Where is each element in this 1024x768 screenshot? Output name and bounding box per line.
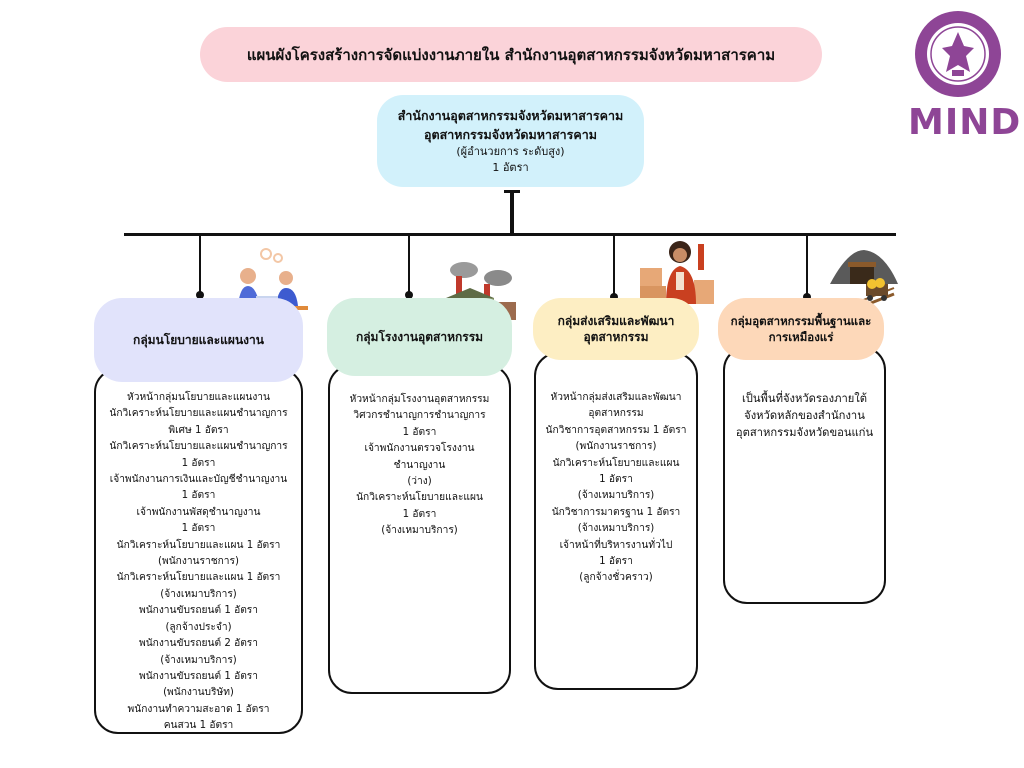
group-3-name-line1: กลุ่มส่งเสริมและพัฒนา [557, 314, 675, 328]
main-horizontal-line [124, 233, 896, 236]
group-3-line: นักวิชาการมาตรฐาน 1 อัตรา [551, 506, 681, 518]
group-2-line: หัวหน้ากลุ่มโรงงานอุตสาหกรรม [349, 394, 490, 405]
group-1-line: (พนักงานราชการ) [158, 556, 239, 568]
group-3-line: 1 อัตรา [599, 556, 633, 568]
connector-dot-3 [610, 293, 618, 301]
head-level: (ผู้อำนวยการ ระดับสูง) [456, 145, 565, 158]
group-4-name-line1: กลุ่มอุตสาหกรรมพื้นฐานและ [730, 314, 872, 328]
group-4-header: กลุ่มอุตสาหกรรมพื้นฐานและ การเหมืองแร่ [718, 298, 884, 360]
businesswoman-icon [640, 241, 714, 304]
group-1-line: นักวิเคราะห์นโยบายและแผนชำนาญการ [109, 408, 288, 420]
connector-dot-2 [405, 291, 413, 299]
page-title: แผนผังโครงสร้างการจัดแบ่งงานภายใน สำนักง… [200, 27, 822, 82]
group-3-name-line2: อุตสาหกรรม [583, 330, 649, 344]
group-1-line: พนักงานทำความสะอาด 1 อัตรา [127, 703, 270, 715]
drop-line-1 [199, 235, 201, 295]
group-1-line: พนักงานขับรถยนต์ 1 อัตรา [138, 605, 258, 617]
group-2-header: กลุ่มโรงงานอุตสาหกรรม [327, 298, 512, 376]
group-1-line: เจ้าพนักงานการเงินและบัญชีชำนาญงาน [109, 474, 288, 486]
group-2-line: นักวิเคราะห์นโยบายและแผน [356, 492, 483, 504]
group-2-line: วิศวกรชำนาญการชำนาญการ [353, 410, 486, 422]
group-3-line: (จ้างเหมาบริการ) [577, 523, 655, 535]
group-4-line: อุตสาหกรรมจังหวัดขอนแก่น [735, 426, 874, 439]
group-1-line: นักวิเคราะห์นโยบายและแผน 1 อัตรา [116, 539, 281, 551]
group-4-line: เป็นพื้นที่จังหวัดรองภายใต้ [741, 392, 868, 405]
group-4-name-line2: การเหมืองแร่ [768, 330, 834, 344]
head-office-box: สำนักงานอุตสาหกรรมจังหวัดมหาสารคาม อุตสา… [377, 95, 644, 187]
group-1-line: 1 อัตรา [181, 523, 216, 535]
group-1-line: คนสวน 1 อัตรา [163, 720, 234, 732]
group-1-name: กลุ่มนโยบายและแผนงาน [133, 333, 264, 347]
connector-dot-1 [196, 291, 204, 299]
group-1-line: 1 อัตรา [181, 457, 216, 469]
group-2-line: 1 อัตรา [402, 508, 437, 520]
head-count: 1 อัตรา [492, 161, 529, 174]
group-1-line: พนักงานขับรถยนต์ 2 อัตรา [138, 638, 258, 650]
mine-cart-icon [830, 250, 898, 314]
group-3-header: กลุ่มส่งเสริมและพัฒนา อุตสาหกรรม [533, 298, 699, 360]
head-position: อุตสาหกรรมจังหวัดมหาสารคาม [423, 127, 598, 142]
group-3-panel: หัวหน้ากลุ่มส่งเสริมและพัฒนา อุตสาหกรรม … [534, 352, 698, 690]
drop-line-2 [408, 235, 410, 295]
group-3-line: นักวิเคราะห์นโยบายและแผน [552, 457, 680, 469]
group-1-line: (จ้างเหมาบริการ) [160, 654, 237, 666]
group-1-line: พิเศษ 1 อัตรา [168, 424, 229, 436]
group-3-line: (พนักงานราชการ) [575, 441, 657, 453]
group-3-line: หัวหน้ากลุ่มส่งเสริมและพัฒนา [550, 392, 682, 403]
group-3-line: เจ้าหน้าที่บริหารงานทั่วไป [559, 539, 673, 551]
group-4-line: จังหวัดหลักของสำนักงาน [744, 409, 865, 422]
ministry-logo: MIND [908, 10, 1022, 143]
page-title-text: แผนผังโครงสร้างการจัดแบ่งงานภายใน สำนักง… [246, 45, 776, 64]
group-2-line: เจ้าพนักงานตรวจโรงงาน [364, 443, 475, 455]
group-3-line: (ลูกจ้างชั่วคราว) [579, 572, 653, 584]
group-1-line: นักวิเคราะห์นโยบายและแผนชำนาญการ [109, 441, 288, 453]
group-2-line: (ว่าง) [407, 476, 432, 488]
group-1-panel: หัวหน้ากลุ่มนโยบายและแผนงาน นักวิเคราะห์… [94, 368, 303, 734]
group-1-line: (ลูกจ้างประจำ) [165, 621, 232, 633]
group-2-name: กลุ่มโรงงานอุตสาหกรรม [355, 330, 484, 344]
brand-mind: MIND [908, 102, 1022, 143]
group-2-line: (จ้างเหมาบริการ) [381, 525, 458, 537]
group-1-line: นักวิเคราะห์นโยบายและแผน 1 อัตรา [116, 572, 281, 584]
connector-dot-4 [803, 293, 811, 301]
head-office-name: สำนักงานอุตสาหกรรมจังหวัดมหาสารคาม [397, 108, 624, 123]
group-1-header: กลุ่มนโยบายและแผนงาน [94, 298, 303, 382]
group-3-line: 1 อัตรา [599, 474, 633, 486]
group-3-line: (จ้างเหมาบริการ) [577, 490, 655, 502]
group-2-line: ชำนาญงาน [393, 459, 446, 471]
group-1-line: พนักงานขับรถยนต์ 1 อัตรา [138, 670, 258, 682]
group-3-line: นักวิชาการอุตสาหกรรม 1 อัตรา [545, 424, 687, 436]
group-2-line: 1 อัตรา [402, 426, 437, 438]
drop-line-3 [613, 235, 615, 297]
group-2-panel: หัวหน้ากลุ่มโรงงานอุตสาหกรรม วิศวกรชำนาญ… [328, 364, 511, 694]
group-4-panel: เป็นพื้นที่จังหวัดรองภายใต้ จังหวัดหลักข… [723, 346, 886, 604]
group-1-line: หัวหน้ากลุ่มนโยบายและแผนงาน [127, 392, 270, 403]
group-1-line: (จ้างเหมาบริการ) [160, 588, 237, 600]
drop-line-4 [806, 235, 808, 297]
group-1-line: (พนักงานบริษัท) [163, 687, 234, 699]
head-connector-stem [510, 192, 514, 234]
ministry-seal-icon [915, 11, 1001, 97]
group-3-line: อุตสาหกรรม [588, 408, 644, 420]
group-1-line: เจ้าพนักงานพัสดุชำนาญงาน [136, 506, 261, 518]
head-connector-cap [504, 190, 520, 193]
group-1-line: 1 อัตรา [181, 490, 216, 502]
